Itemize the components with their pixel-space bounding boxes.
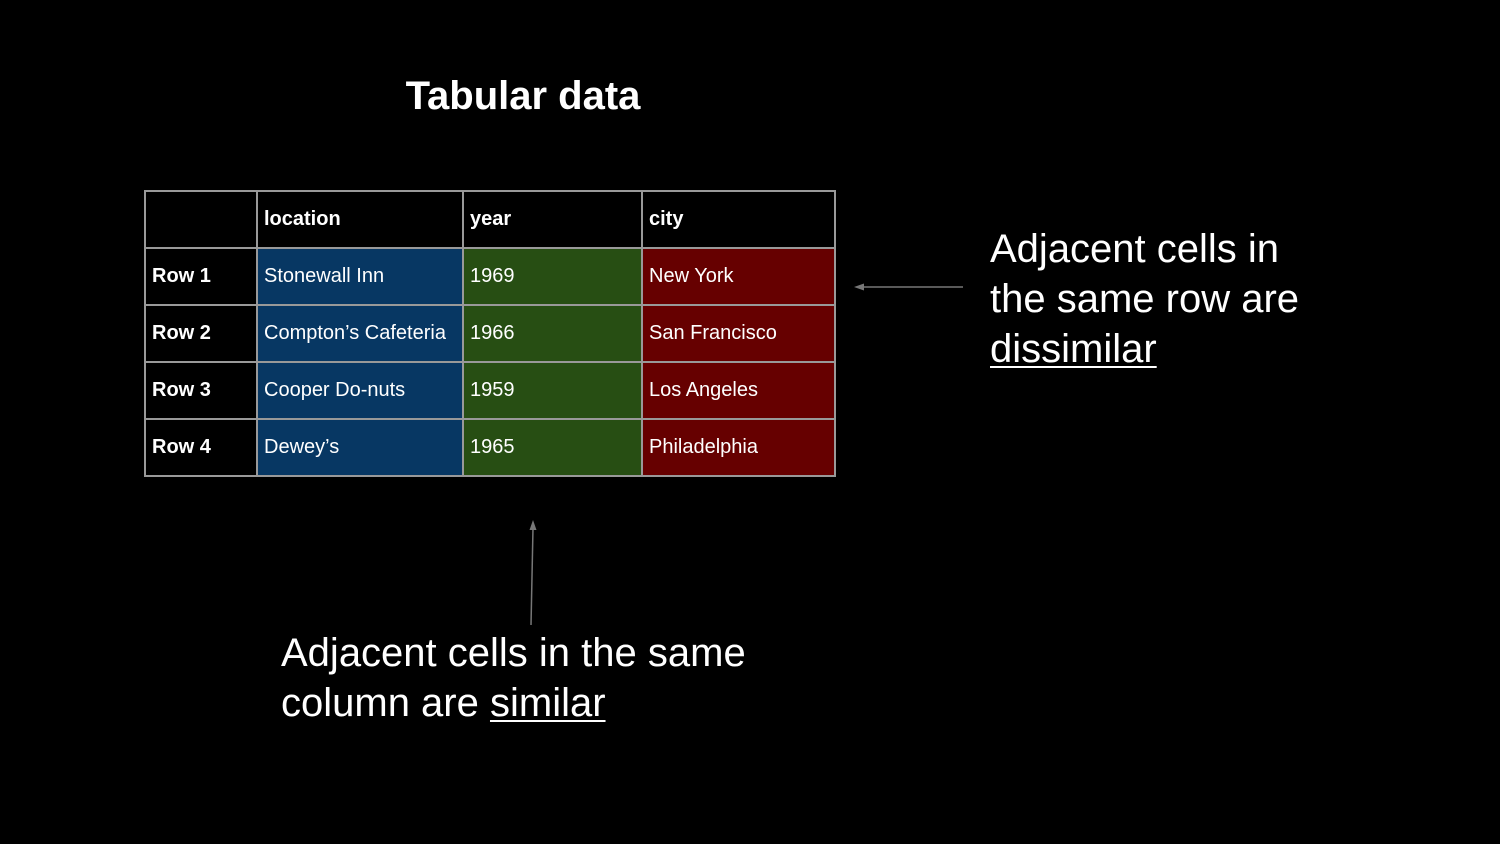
column-note-emphasis: similar — [489, 681, 606, 725]
table-header-row: location year city — [144, 190, 836, 249]
header-cell-empty — [144, 190, 258, 249]
column-note-line2: column are — [281, 681, 490, 725]
location-cell: Stonewall Inn — [256, 247, 464, 306]
header-cell-year: year — [462, 190, 643, 249]
row-note-emphasis: dissimilar — [990, 327, 1157, 371]
row-note-line2: the same row are — [990, 277, 1300, 321]
header-cell-city: city — [641, 190, 836, 249]
year-cell: 1966 — [462, 304, 643, 363]
city-cell: San Francisco — [641, 304, 836, 363]
row-note-line1: Adjacent cells in — [990, 227, 1280, 271]
row-label: Row 2 — [144, 304, 258, 363]
location-cell: Cooper Do-nuts — [256, 361, 464, 420]
location-cell: Dewey’s — [256, 418, 464, 477]
year-cell: 1969 — [462, 247, 643, 306]
city-cell: Philadelphia — [641, 418, 836, 477]
year-cell: 1965 — [462, 418, 643, 477]
row-label: Row 1 — [144, 247, 258, 306]
city-cell: New York — [641, 247, 836, 306]
column-arrow-head — [529, 520, 537, 530]
table-row: Row 4 Dewey’s 1965 Philadelphia — [144, 418, 836, 477]
data-table: location year city Row 1 Stonewall Inn 1… — [144, 190, 836, 477]
year-cell: 1959 — [462, 361, 643, 420]
city-cell: Los Angeles — [641, 361, 836, 420]
row-label: Row 3 — [144, 361, 258, 420]
column-arrow — [530, 527, 534, 626]
row-note: Adjacent cells in the same row are dissi… — [990, 224, 1299, 374]
location-cell: Compton’s Cafeteria — [256, 304, 464, 363]
slide-title: Tabular data — [405, 74, 641, 118]
table-row: Row 1 Stonewall Inn 1969 New York — [144, 247, 836, 306]
row-arrow-head — [854, 283, 864, 291]
header-cell-location: location — [256, 190, 464, 249]
column-note-line1: Adjacent cells in the same — [281, 631, 746, 675]
table-row: Row 2 Compton’s Cafeteria 1966 San Franc… — [144, 304, 836, 363]
row-label: Row 4 — [144, 418, 258, 477]
column-note: Adjacent cells in the same column are si… — [281, 628, 746, 728]
table-row: Row 3 Cooper Do-nuts 1959 Los Angeles — [144, 361, 836, 420]
